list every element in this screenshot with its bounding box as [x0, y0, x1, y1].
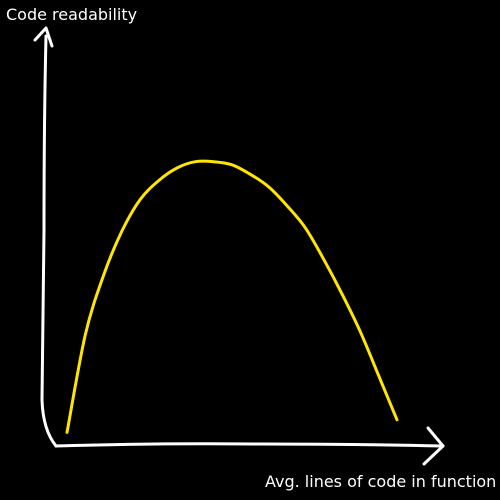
y-axis-arrowhead — [33, 26, 54, 48]
x-axis-arrowhead — [422, 426, 445, 466]
series-line — [65, 159, 399, 434]
y-axis-label: Code readability — [6, 5, 138, 24]
y-axis-line — [40, 34, 58, 448]
x-axis-label: Avg. lines of code in function — [265, 472, 497, 491]
x-axis-line — [54, 442, 445, 448]
